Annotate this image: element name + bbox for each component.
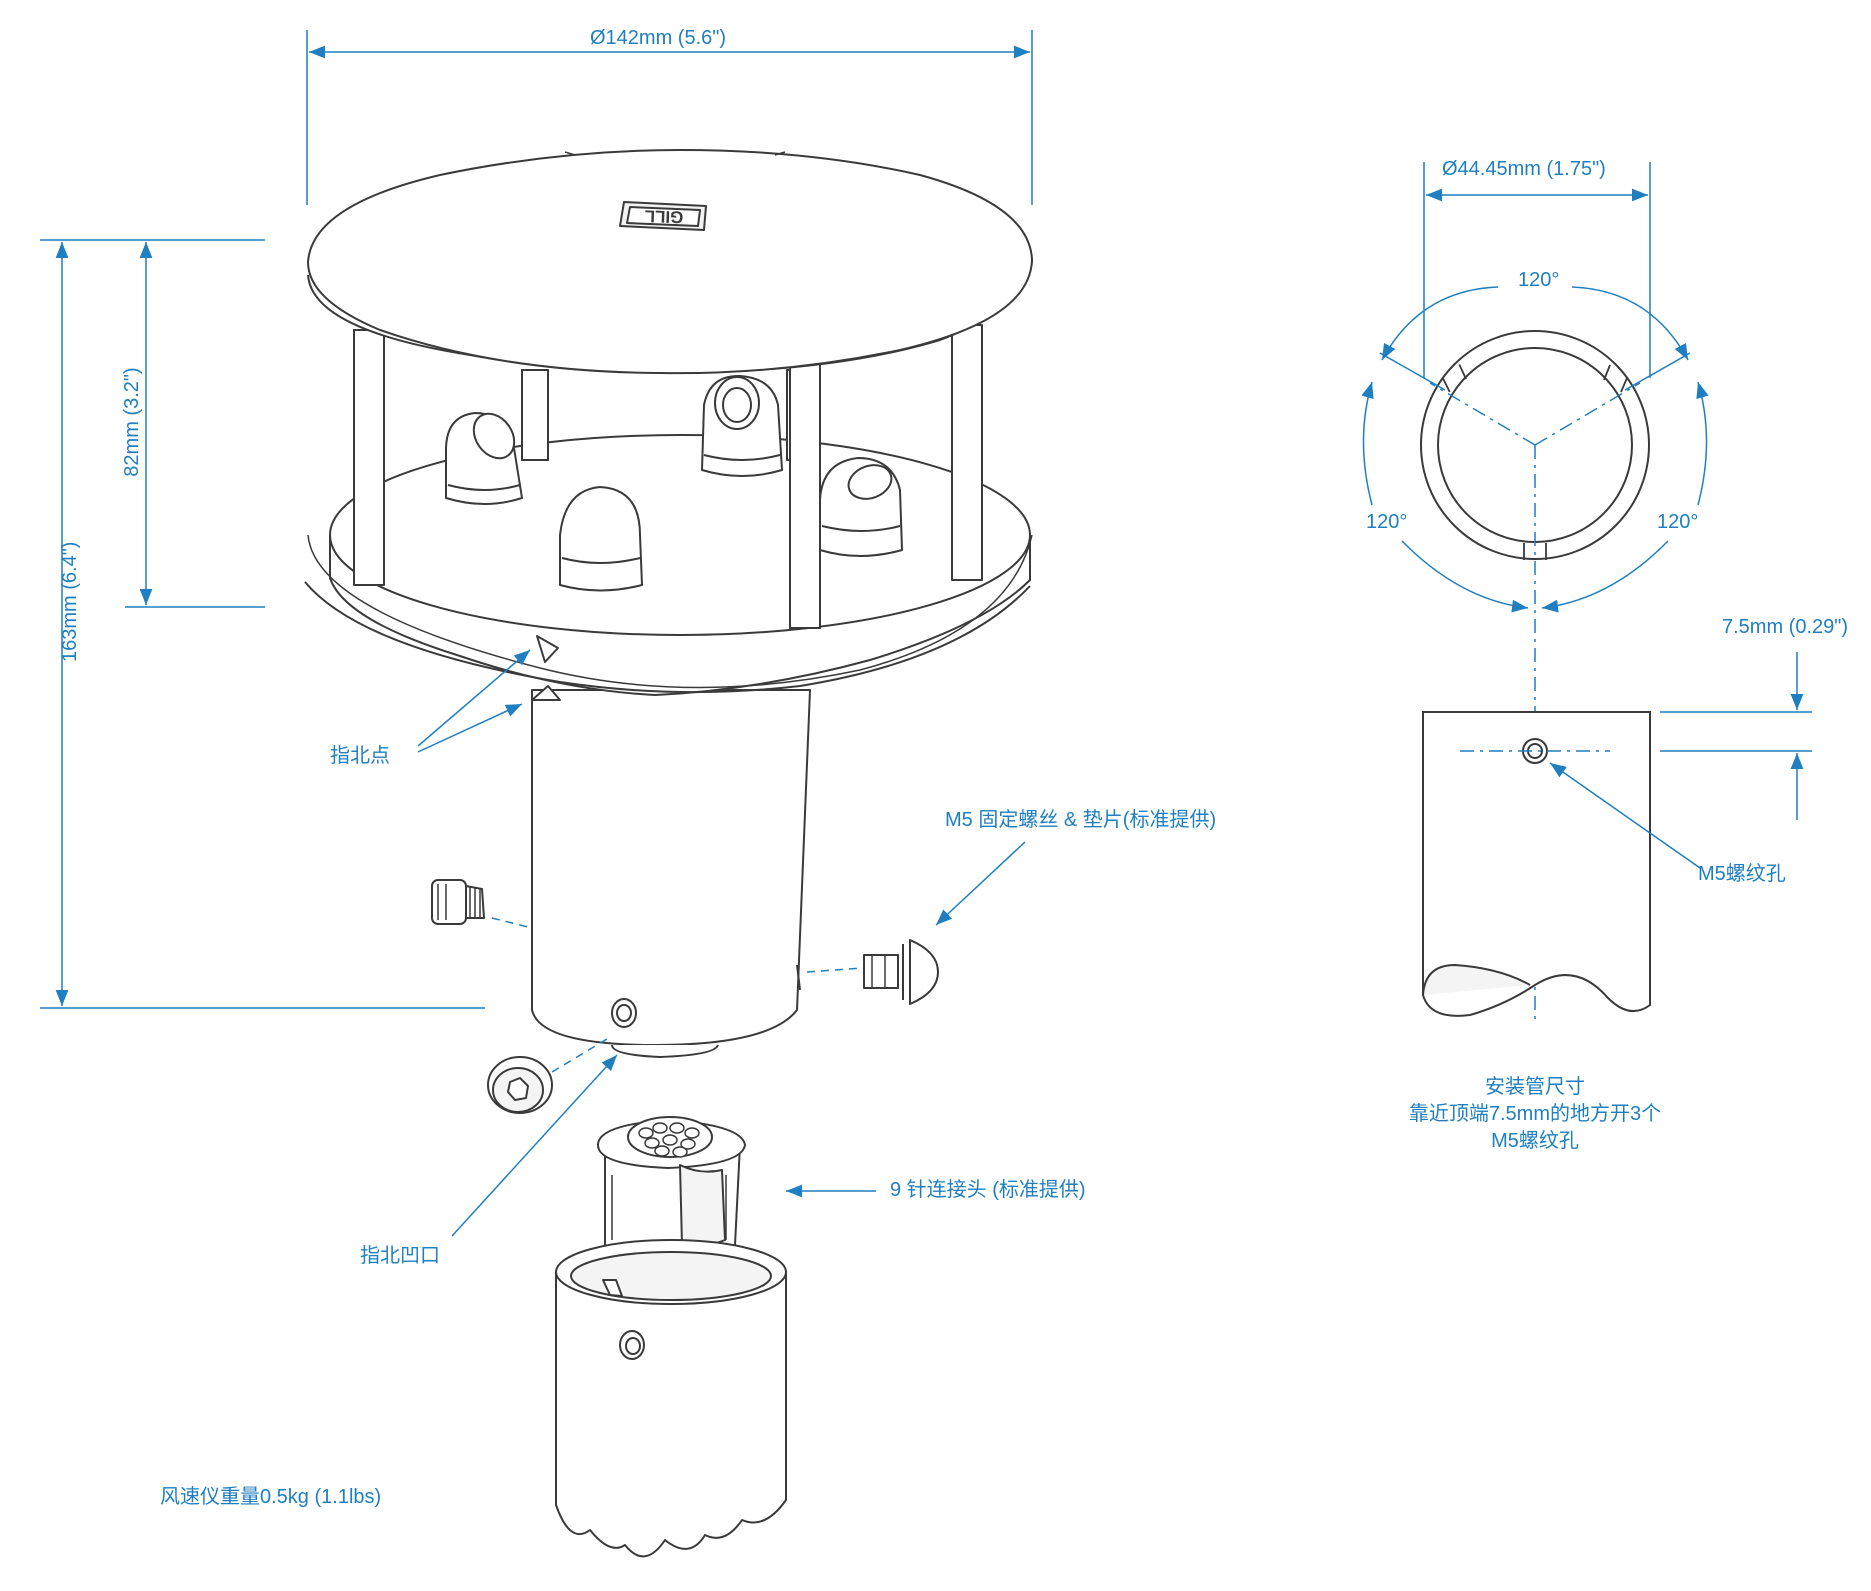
lower-plate <box>304 434 1033 696</box>
anemometer-body <box>531 689 811 1058</box>
screw-left <box>431 879 485 925</box>
thread-hole-label: M5螺纹孔 <box>1698 863 1786 885</box>
screw-alignment-lines <box>491 917 863 1073</box>
svg-text:GILL: GILL <box>644 206 683 226</box>
strut-front-mid <box>789 349 821 629</box>
strut-front-left <box>353 329 385 586</box>
transducer-front <box>559 486 643 592</box>
pipe-note-line3: M5螺纹孔 <box>1491 1130 1579 1152</box>
fixing-screws-label: M5 固定螺丝 & 垫片(标准提供) <box>945 809 1217 831</box>
north-point-upper <box>536 635 559 663</box>
north-points-label: 指北点 <box>330 745 390 767</box>
angle-top-label: 120° <box>1518 269 1560 291</box>
weight-label: 风速仪重量0.5kg (1.1lbs) <box>160 1486 382 1508</box>
pipe-note-line1: 安装管尺寸 <box>1485 1076 1585 1098</box>
mounting-pipe-left <box>555 1239 787 1558</box>
top-cap <box>307 149 1033 375</box>
screw-right <box>863 939 939 1005</box>
anemometer-drawing: GILL <box>304 149 1033 1558</box>
gill-logo: GILL <box>619 201 707 231</box>
head-height-label: 82mm (3.2") <box>121 367 143 477</box>
connector-label: 9 针连接头 (标准提供) <box>890 1179 1086 1201</box>
north-notch-label: 指北凹口 <box>360 1245 440 1267</box>
pipe-side-view <box>1422 711 1651 1017</box>
north-point-lower <box>531 685 561 701</box>
dimension-lines-left <box>40 30 1033 1237</box>
pipe-diameter-label: Ø44.45mm (1.75") <box>1442 158 1606 180</box>
hole-offset-label: 7.5mm (0.29") <box>1722 616 1849 638</box>
pipe-note-line2: 靠近顶端7.5mm的地方开3个 <box>1408 1103 1662 1125</box>
strut-rear-left <box>521 369 549 461</box>
pipe-section-drawing <box>1361 162 1812 1025</box>
angle-right-label: 120° <box>1657 511 1699 533</box>
top-diameter-label: Ø142mm (5.6") <box>590 27 727 49</box>
hex-screw <box>487 1056 553 1114</box>
transducer-right <box>819 457 903 557</box>
total-height-label: 163mm (6.4") <box>59 541 81 662</box>
transducer-rear-left <box>445 412 523 505</box>
angle-left-label: 120° <box>1366 511 1408 533</box>
strut-front-right <box>951 324 983 581</box>
transducer-rear-right <box>701 374 783 477</box>
